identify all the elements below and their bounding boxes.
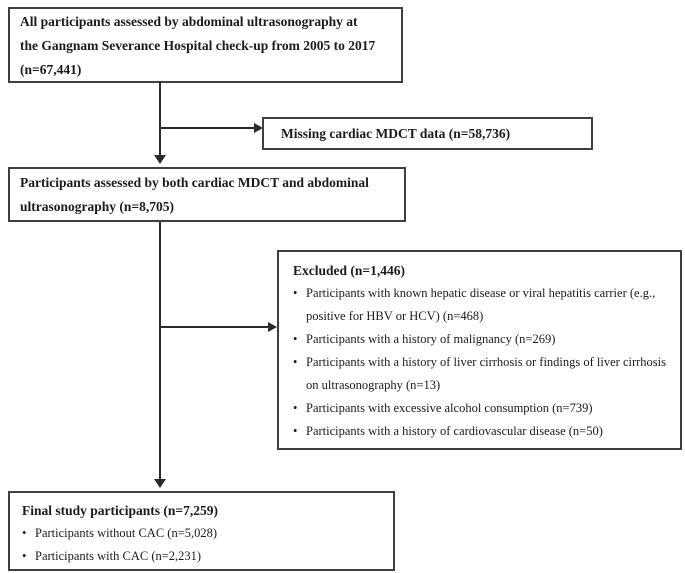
box-missing-mdct: Missing cardiac MDCT data (n=58,736) — [262, 117, 593, 150]
bullet-icon — [22, 545, 35, 568]
box-missing-mdct-label: Missing cardiac MDCT data (n=58,736) — [281, 125, 511, 141]
arrowhead-down-icon — [154, 479, 166, 488]
list-item-text: positive for HBV or HCV) (n=468) — [306, 309, 484, 323]
list-item: Participants with a history of malignanc… — [293, 328, 668, 351]
bullet-icon — [293, 282, 306, 328]
connector-line-branch-1 — [160, 127, 254, 129]
list-item-text: Participants without CAC (n=5,028) — [35, 526, 218, 540]
list-item-text: Participants with a history of cardiovas… — [306, 424, 603, 438]
list-item: Participants without CAC (n=5,028) — [22, 522, 383, 545]
box-final-participants: Final study participants (n=7,259) Parti… — [8, 491, 395, 571]
arrowhead-down-icon — [154, 155, 166, 164]
box-both-assessed-line: Participants assessed by both cardiac MD… — [20, 175, 369, 190]
bullet-icon — [293, 420, 306, 443]
arrowhead-right-icon — [268, 322, 277, 332]
box-all-participants-line: All participants assessed by abdominal u… — [20, 14, 358, 29]
list-item: Participants with a history of liver cir… — [293, 351, 668, 397]
list-item: Participants with known hepatic disease … — [293, 282, 668, 328]
box-all-participants-line: (n=67,441) — [20, 62, 82, 77]
excluded-list: Participants with known hepatic disease … — [293, 282, 668, 443]
bullet-icon — [293, 328, 306, 351]
bullet-icon — [293, 351, 306, 397]
list-item: Participants with CAC (n=2,231) — [22, 545, 383, 568]
list-item-text: Participants with a history of liver cir… — [306, 355, 667, 369]
box-excluded-title: Excluded (n=1,446) — [293, 263, 405, 278]
list-item-text: on ultrasonography (n=13) — [306, 378, 441, 392]
connector-line-down-2 — [159, 222, 161, 479]
list-item: Participants with excessive alcohol cons… — [293, 397, 668, 420]
list-item-text: Participants with a history of malignanc… — [306, 332, 556, 346]
connector-line-down-1 — [159, 81, 161, 155]
list-item: Participants with a history of cardiovas… — [293, 420, 668, 443]
box-excluded: Excluded (n=1,446) Participants with kno… — [277, 250, 682, 450]
bullet-icon — [293, 397, 306, 420]
bullet-icon — [22, 522, 35, 545]
connector-line-branch-2 — [160, 326, 268, 328]
box-all-participants-line: the Gangnam Severance Hospital check-up … — [20, 38, 376, 53]
box-all-participants: All participants assessed by abdominal u… — [8, 7, 403, 83]
final-list: Participants without CAC (n=5,028) Parti… — [22, 522, 383, 568]
arrowhead-right-icon — [254, 123, 263, 133]
list-item-text: Participants with excessive alcohol cons… — [306, 401, 593, 415]
box-both-assessed: Participants assessed by both cardiac MD… — [8, 167, 406, 222]
box-both-assessed-line: ultrasonography (n=8,705) — [20, 199, 174, 214]
list-item-text: Participants with known hepatic disease … — [306, 286, 656, 300]
list-item-text: Participants with CAC (n=2,231) — [35, 549, 202, 563]
box-final-title: Final study participants (n=7,259) — [22, 503, 218, 518]
